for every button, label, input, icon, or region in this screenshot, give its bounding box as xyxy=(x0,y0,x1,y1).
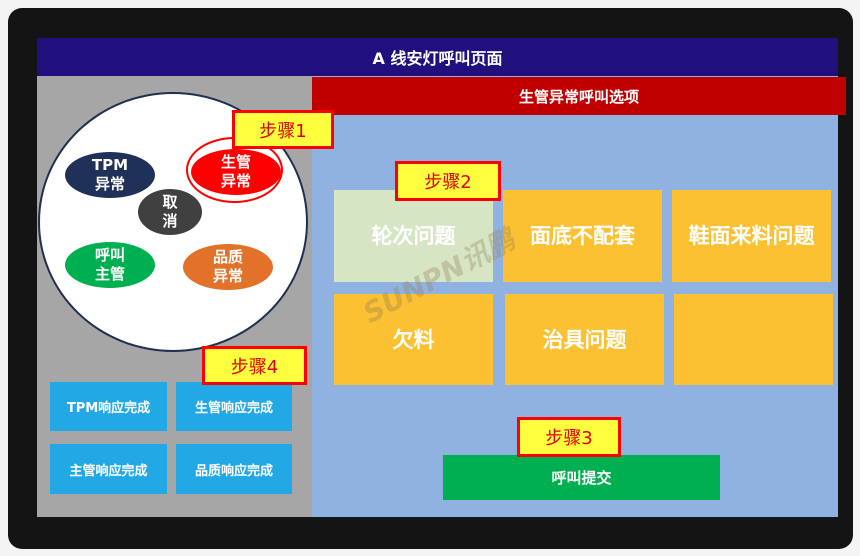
step-4-label: 步骤4 xyxy=(202,346,307,385)
step-2-label: 步骤2 xyxy=(395,161,501,201)
quality-response-button[interactable]: 品质响应完成 xyxy=(176,444,292,494)
option-tile[interactable]: 轮次问题 xyxy=(334,190,493,282)
page-title: A 线安灯呼叫页面 xyxy=(37,38,838,76)
option-tile[interactable]: 治具问题 xyxy=(505,294,664,385)
production-response-button[interactable]: 生管响应完成 xyxy=(176,382,292,431)
submit-call-button[interactable]: 呼叫提交 xyxy=(443,455,720,500)
option-tile[interactable]: 面底不配套 xyxy=(503,190,662,282)
step-3-label: 步骤3 xyxy=(517,417,621,457)
quality-exception-button[interactable]: 品质 异常 xyxy=(183,244,273,290)
cancel-button[interactable]: 取 消 xyxy=(138,189,202,235)
step-1-label: 步骤1 xyxy=(232,110,334,149)
options-header: 生管异常呼叫选项 xyxy=(312,77,846,115)
option-tile[interactable]: 欠料 xyxy=(334,294,493,385)
option-tile-empty[interactable] xyxy=(674,294,833,385)
supervisor-response-button[interactable]: 主管响应完成 xyxy=(50,444,167,494)
tpm-response-button[interactable]: TPM响应完成 xyxy=(50,382,167,431)
option-tile[interactable]: 鞋面来料问题 xyxy=(672,190,831,282)
tpm-exception-button[interactable]: TPM 异常 xyxy=(65,152,155,198)
call-supervisor-button[interactable]: 呼叫 主管 xyxy=(65,242,155,288)
